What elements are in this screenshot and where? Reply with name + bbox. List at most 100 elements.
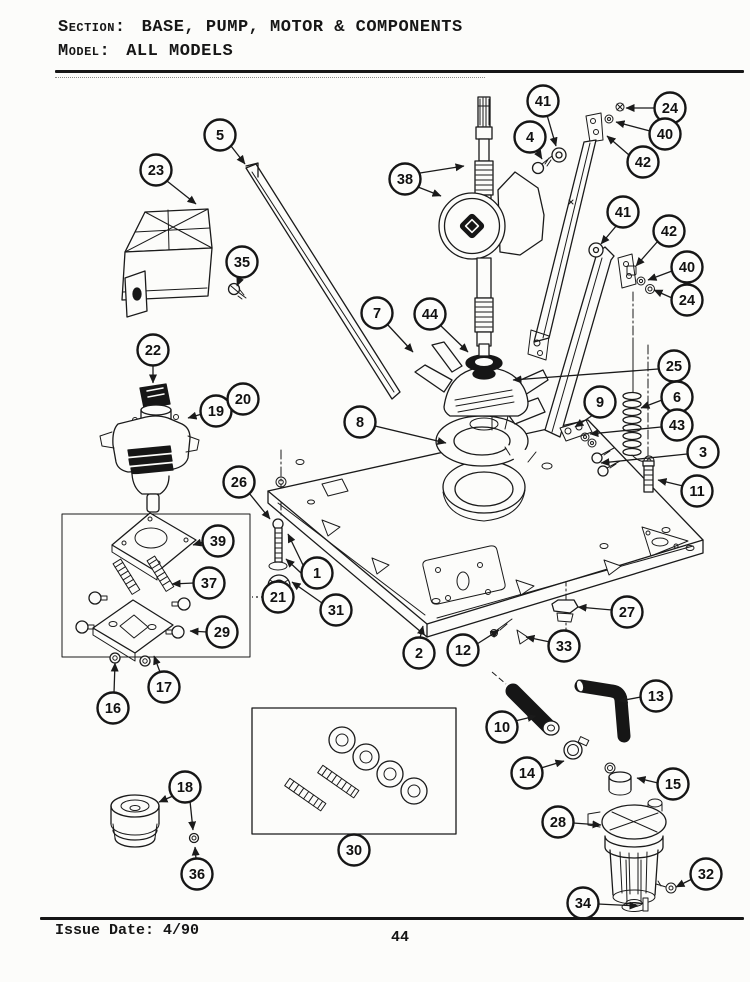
leader-line	[572, 820, 602, 829]
callout-circle	[203, 118, 237, 152]
suspension-spring	[622, 337, 655, 467]
hardware-cluster-top	[531, 102, 625, 175]
callout-21: 21	[252, 580, 295, 614]
callout-15: 15	[636, 767, 690, 801]
callout-number: 4	[526, 130, 534, 146]
leader-line	[187, 411, 203, 420]
callout-number: 18	[177, 780, 193, 796]
callout-circle	[656, 767, 690, 801]
callout-number: 13	[648, 689, 664, 705]
callout-number: 14	[519, 766, 535, 782]
leader-line	[525, 634, 551, 643]
callout-number: 8	[356, 415, 364, 431]
leader-line	[577, 603, 613, 612]
callout-circle	[388, 162, 422, 196]
leader-line	[476, 629, 500, 645]
callout-31: 31	[291, 581, 353, 627]
base-plate	[267, 419, 704, 638]
callout-number: 20	[235, 392, 251, 408]
callout-circle	[513, 120, 547, 154]
callout-35: 35	[225, 245, 259, 287]
right-brace-front	[544, 246, 637, 438]
callout-24: 24	[653, 283, 704, 317]
motor-gearcase-assembly	[438, 96, 545, 347]
callout-number: 2	[415, 646, 423, 662]
leader-line	[285, 558, 302, 574]
callout-number: 16	[105, 701, 121, 717]
leader-line	[675, 878, 693, 888]
leader-line	[589, 426, 662, 438]
anchor-bolt	[642, 460, 655, 493]
model-label: Model:	[58, 42, 111, 61]
pump-assembly	[99, 383, 200, 513]
leader-line	[188, 800, 197, 831]
callout-circle	[343, 405, 377, 439]
callout-number: 11	[689, 484, 704, 500]
callout-circle	[660, 408, 694, 442]
leader-line	[386, 323, 414, 353]
callout-43: 43	[589, 408, 694, 442]
callout-23: 23	[139, 153, 197, 205]
callout-number: 9	[596, 395, 604, 411]
callout-30: 30	[337, 833, 371, 867]
callout-circle	[510, 756, 544, 790]
leader-line	[191, 846, 200, 860]
callout-circle	[626, 145, 660, 179]
callout-12: 12	[446, 629, 500, 667]
footer-rule	[40, 917, 744, 920]
dome-bolt	[655, 880, 677, 894]
callout-number: 21	[270, 590, 286, 606]
callout-22: 22	[136, 333, 170, 384]
callout-number: 38	[397, 172, 413, 188]
callout-circle	[583, 385, 617, 419]
leader-line	[657, 478, 684, 487]
callout-circle	[446, 633, 480, 667]
callout-34: 34	[566, 886, 639, 920]
callout-number: 42	[661, 224, 677, 240]
callout-circle	[485, 710, 519, 744]
callout-10: 10	[485, 710, 537, 744]
motor-cover	[121, 208, 213, 318]
callout-20: 20	[226, 382, 260, 416]
pulley-nut	[188, 832, 200, 844]
callout-32: 32	[675, 857, 723, 891]
callout-number: 3	[699, 445, 707, 461]
callout-number: 36	[189, 867, 205, 883]
callout-number: 17	[156, 680, 172, 696]
leader-line	[166, 180, 197, 205]
leader-line	[287, 533, 304, 566]
callout-number: 24	[679, 293, 695, 309]
base-clip	[516, 629, 530, 645]
callout-circle	[689, 857, 723, 891]
leader-line	[574, 414, 594, 428]
callout-40: 40	[615, 117, 682, 151]
callout-41: 41	[600, 195, 640, 245]
leader-line	[192, 538, 204, 547]
callout-circle	[201, 524, 235, 558]
air-dome-assembly	[587, 798, 677, 912]
callout-circle	[147, 670, 181, 704]
callout-circle	[541, 805, 575, 839]
callout-37: 37	[171, 566, 226, 600]
callout-7: 7	[360, 296, 414, 353]
callout-circle	[610, 595, 644, 629]
callout-42: 42	[635, 214, 686, 267]
motor-mount-lower-plate	[92, 599, 174, 662]
brake-ring	[435, 415, 546, 471]
leveling-leg	[551, 599, 579, 623]
callout-number: 27	[619, 605, 635, 621]
callout-number: 37	[201, 576, 217, 592]
callout-33: 33	[525, 629, 581, 663]
roller	[328, 726, 428, 805]
callout-number: 31	[328, 603, 344, 619]
callout-circle	[402, 636, 436, 670]
callout-circle	[319, 593, 353, 627]
mount-isolators	[75, 591, 191, 639]
callout-number: 1	[313, 566, 321, 582]
callout-circle	[639, 679, 673, 713]
leader-line	[636, 776, 659, 784]
leader-line	[153, 655, 161, 673]
model-value: ALL MODELS	[126, 42, 234, 61]
